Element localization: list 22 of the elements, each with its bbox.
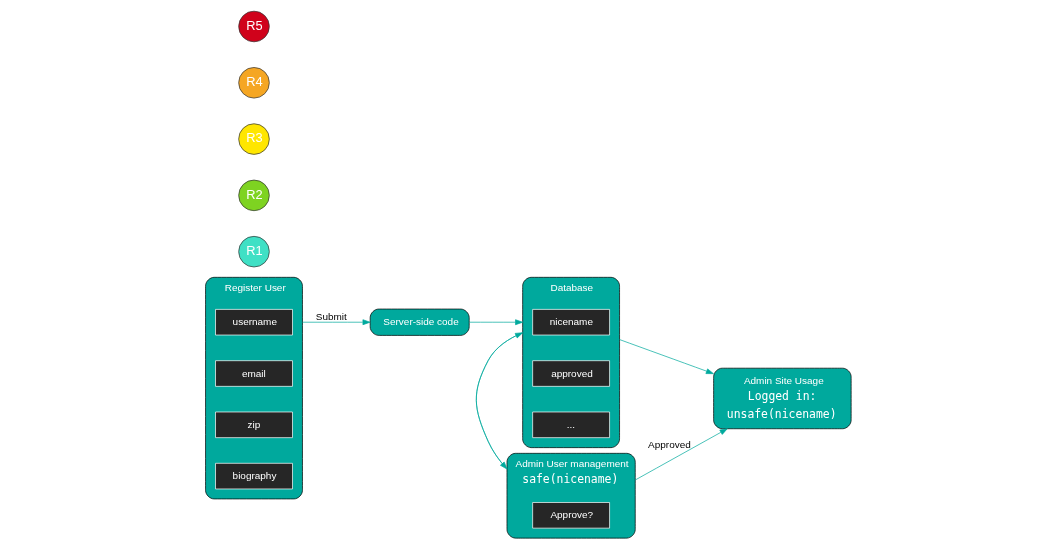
node-box: zip xyxy=(215,411,293,438)
node-box: email xyxy=(215,360,293,387)
node-box: approved xyxy=(532,360,610,387)
node-circle: R5 xyxy=(238,10,270,43)
edge-label: Submit xyxy=(315,310,347,322)
node-box: username xyxy=(215,309,293,336)
arrow xyxy=(634,428,728,481)
arrow xyxy=(302,319,371,326)
node-box: biography xyxy=(215,462,293,490)
edge-label: Approved xyxy=(648,438,691,450)
node-box: ... xyxy=(532,411,610,438)
node-circle: R1 xyxy=(238,236,270,268)
node-box: Approve? xyxy=(532,502,610,529)
node-box: Server-side code xyxy=(369,308,470,336)
arrow xyxy=(475,332,523,470)
node-circle: R4 xyxy=(238,67,270,99)
node-box: Admin Site Usage Logged in: unsafe(nicename) xyxy=(713,367,852,430)
arrow xyxy=(468,319,523,326)
node-circle: R2 xyxy=(238,179,270,212)
node-box: nicename xyxy=(532,309,610,336)
node-circle: R3 xyxy=(238,123,270,155)
arrow xyxy=(619,339,714,375)
